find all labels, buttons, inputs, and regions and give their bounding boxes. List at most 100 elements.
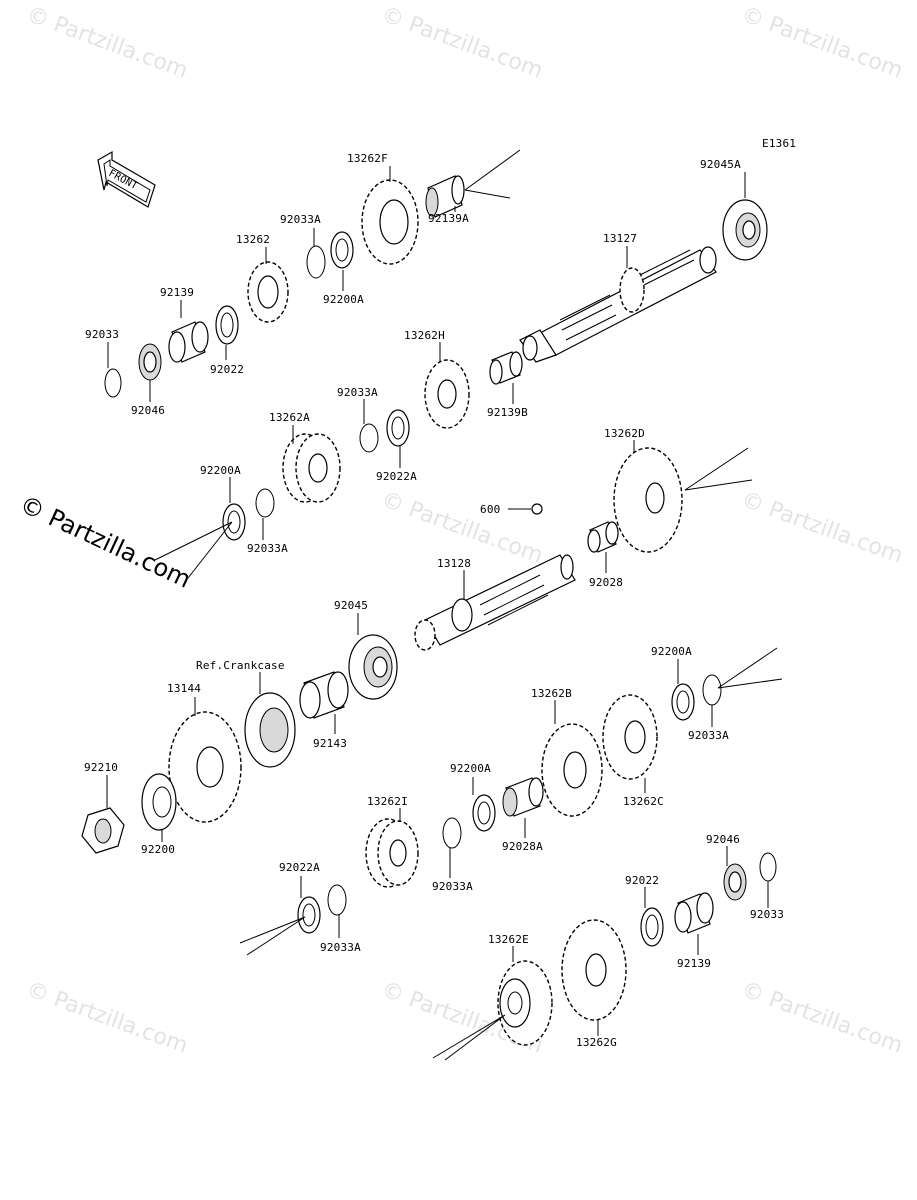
label-13262B: 13262B	[531, 687, 572, 700]
label-92022A: 92022A	[279, 861, 320, 874]
label-92046: 92046	[706, 833, 740, 846]
axis-guide-lines	[154, 149, 783, 1061]
watermark: © Partzilla.com	[738, 2, 906, 84]
label-92033A: 92033A	[337, 386, 378, 399]
label-92200A: 92200A	[450, 762, 491, 775]
label-92046: 92046	[131, 404, 165, 417]
label-92028: 92028	[589, 576, 623, 589]
part-labels: 13262F 92139A 92045A 92033A 13262 92200A…	[84, 152, 784, 1049]
bearing-92045	[348, 634, 398, 700]
watermark: © Partzilla.com	[23, 2, 191, 84]
label-92139B: 92139B	[487, 406, 528, 419]
circlip-92033A-top	[306, 245, 326, 279]
label-92033A: 92033A	[688, 729, 729, 742]
label-13262I: 13262I	[367, 795, 408, 808]
washer-92022A	[386, 409, 410, 447]
label-92139: 92139	[677, 957, 711, 970]
front-arrow-icon: FRONT	[97, 150, 156, 208]
label-13262: 13262	[236, 233, 270, 246]
label-13127: 13127	[603, 232, 637, 245]
bearing-92046-b	[723, 863, 747, 901]
diagram-code: E1361	[762, 137, 796, 150]
label-92028A: 92028A	[502, 840, 543, 853]
circlip-92033A-6	[327, 884, 347, 916]
ball-600	[531, 503, 543, 515]
washer-92200	[141, 773, 177, 831]
watermark: © Partzilla.com	[23, 977, 191, 1059]
label-92139A: 92139A	[428, 212, 469, 225]
watermark-layer: © Partzilla.com © Partzilla.com © Partzi…	[23, 2, 906, 1059]
gear-13262C	[602, 694, 658, 780]
label-92200A: 92200A	[200, 464, 241, 477]
watermark: © Partzilla.com	[738, 977, 906, 1059]
bearing-92045A	[722, 199, 768, 261]
label-13144: 13144	[167, 682, 201, 695]
ref-crankcase-label: Ref.Crankcase	[196, 659, 285, 672]
label-92033A: 92033A	[247, 542, 288, 555]
circlip-92033	[104, 368, 122, 398]
shaft-13128	[414, 554, 576, 651]
circlip-92033A-2	[359, 423, 379, 453]
nut-92210	[81, 807, 125, 854]
watermark-primary: © Partzilla.com	[15, 490, 195, 594]
gear-13262A	[282, 433, 341, 503]
gear-13262G	[561, 919, 627, 1021]
gear-13262D	[613, 447, 683, 553]
label-92045A: 92045A	[700, 158, 741, 171]
collar-92139B	[489, 351, 523, 385]
label-13262G: 13262G	[576, 1036, 617, 1049]
sprocket-13144	[168, 711, 242, 823]
washer-92200A-3	[671, 683, 695, 721]
gear-13262	[247, 261, 289, 323]
gear-13262F	[361, 179, 419, 265]
label-13262A: 13262A	[269, 411, 310, 424]
label-13262F: 13262F	[347, 152, 388, 165]
seal-ref-crankcase	[244, 692, 296, 768]
watermark: © Partzilla.com	[378, 2, 546, 84]
label-92143: 92143	[313, 737, 347, 750]
circlip-92033A-4	[702, 674, 722, 706]
label-92200A: 92200A	[323, 293, 364, 306]
label-13262H: 13262H	[404, 329, 445, 342]
bearing-92046	[138, 343, 162, 381]
label-13262D: 13262D	[604, 427, 645, 440]
label-92022: 92022	[210, 363, 244, 376]
label-92033: 92033	[750, 908, 784, 921]
washer-92022	[215, 305, 239, 345]
collar-92028	[587, 521, 619, 553]
watermark: © Partzilla.com	[738, 487, 906, 569]
label-92033: 92033	[85, 328, 119, 341]
washer-92200A-2	[222, 503, 246, 541]
gear-13262E	[497, 960, 553, 1046]
circlip-92033A-5	[442, 817, 462, 849]
shaft-13127	[519, 246, 717, 363]
bearing-92139A	[425, 175, 465, 218]
label-92045: 92045	[334, 599, 368, 612]
leader-lines	[106, 166, 769, 1036]
label-13128: 13128	[437, 557, 471, 570]
washer-92200A-4	[472, 794, 496, 832]
gear-13262H	[424, 359, 470, 429]
label-92033A: 92033A	[320, 941, 361, 954]
label-92033A: 92033A	[432, 880, 473, 893]
gear-13262I	[365, 818, 419, 888]
label-600: 600	[480, 503, 500, 516]
label-13262E: 13262E	[488, 933, 529, 946]
circlip-92033A-3	[255, 488, 275, 518]
bearing-92028A	[502, 777, 544, 817]
gear-13262B	[541, 723, 603, 817]
label-92022: 92022	[625, 874, 659, 887]
label-92200A: 92200A	[651, 645, 692, 658]
collar-92139-b	[674, 892, 714, 934]
label-92139: 92139	[160, 286, 194, 299]
washer-92022-b	[640, 907, 664, 947]
label-92022A: 92022A	[376, 470, 417, 483]
washer-92022A-b	[297, 896, 321, 934]
label-92210: 92210	[84, 761, 118, 774]
washer-92200A-top	[330, 231, 354, 269]
collar-92139	[168, 321, 209, 363]
label-13262C: 13262C	[623, 795, 664, 808]
label-92200: 92200	[141, 843, 175, 856]
collar-92143	[299, 671, 349, 719]
